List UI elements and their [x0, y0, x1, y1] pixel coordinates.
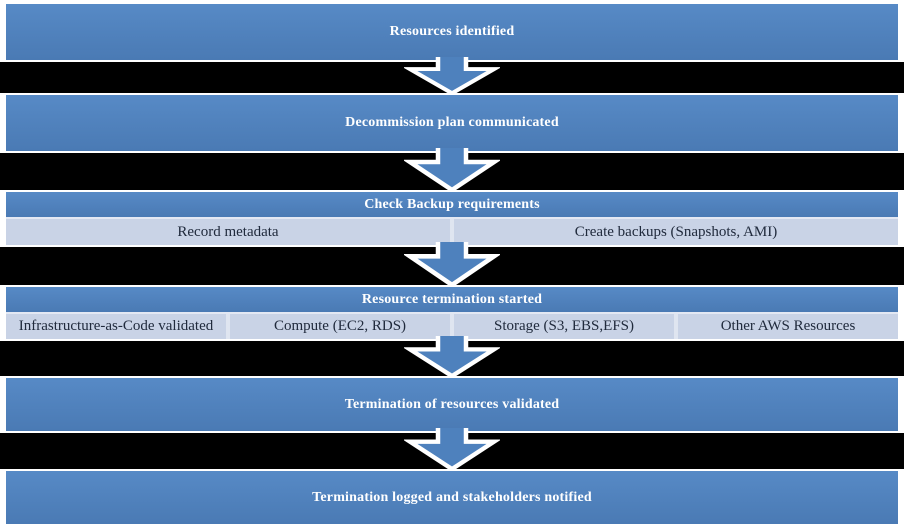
step-label: Check Backup requirements [364, 196, 540, 212]
substep-compute: Compute (EC2, RDS) [230, 314, 450, 339]
step-decommission-plan-communicated: Decommission plan communicated [4, 93, 900, 153]
substep-storage: Storage (S3, EBS,EFS) [454, 314, 674, 339]
substep-other-aws-resources: Other AWS Resources [678, 314, 898, 339]
substep-label: Storage (S3, EBS,EFS) [493, 318, 634, 334]
down-arrow-icon [404, 428, 500, 471]
step-termination-logged-notified: Termination logged and stakeholders noti… [4, 469, 900, 526]
step-label: Resource termination started [361, 291, 543, 307]
substep-label: Other AWS Resources [720, 318, 856, 334]
step-resources-identified: Resources identified [4, 2, 900, 62]
substep-record-metadata: Record metadata [6, 219, 450, 245]
step-termination-validated: Termination of resources validated [4, 376, 900, 433]
group-header: Check Backup requirements [6, 192, 898, 217]
substep-row: Infrastructure-as-Code validated Compute… [6, 312, 898, 339]
down-arrow-icon [404, 57, 500, 95]
down-arrow-icon [404, 148, 500, 192]
step-label: Resources identified [389, 24, 515, 39]
connector-gap [0, 428, 904, 471]
substep-label: Infrastructure-as-Code validated [18, 318, 214, 334]
connector-gap [0, 57, 904, 95]
substep-label: Create backups (Snapshots, AMI) [574, 223, 778, 240]
step-label: Termination of resources validated [344, 396, 560, 412]
connector-gap [0, 242, 904, 287]
step-check-backup-requirements: Check Backup requirements Record metadat… [4, 190, 900, 247]
substep-iac-validated: Infrastructure-as-Code validated [6, 314, 226, 339]
group-header: Resource termination started [6, 287, 898, 312]
substep-row: Record metadata Create backups (Snapshot… [6, 217, 898, 245]
substep-label: Record metadata [177, 223, 279, 240]
step-resource-termination-started: Resource termination started Infrastruct… [4, 285, 900, 341]
step-label: Termination logged and stakeholders noti… [312, 489, 592, 505]
connector-gap [0, 148, 904, 192]
down-arrow-icon [404, 336, 500, 378]
substep-label: Compute (EC2, RDS) [273, 318, 407, 334]
step-label: Decommission plan communicated [345, 115, 559, 130]
connector-gap [0, 336, 904, 378]
substep-create-backups: Create backups (Snapshots, AMI) [454, 219, 898, 245]
down-arrow-icon [404, 242, 500, 287]
